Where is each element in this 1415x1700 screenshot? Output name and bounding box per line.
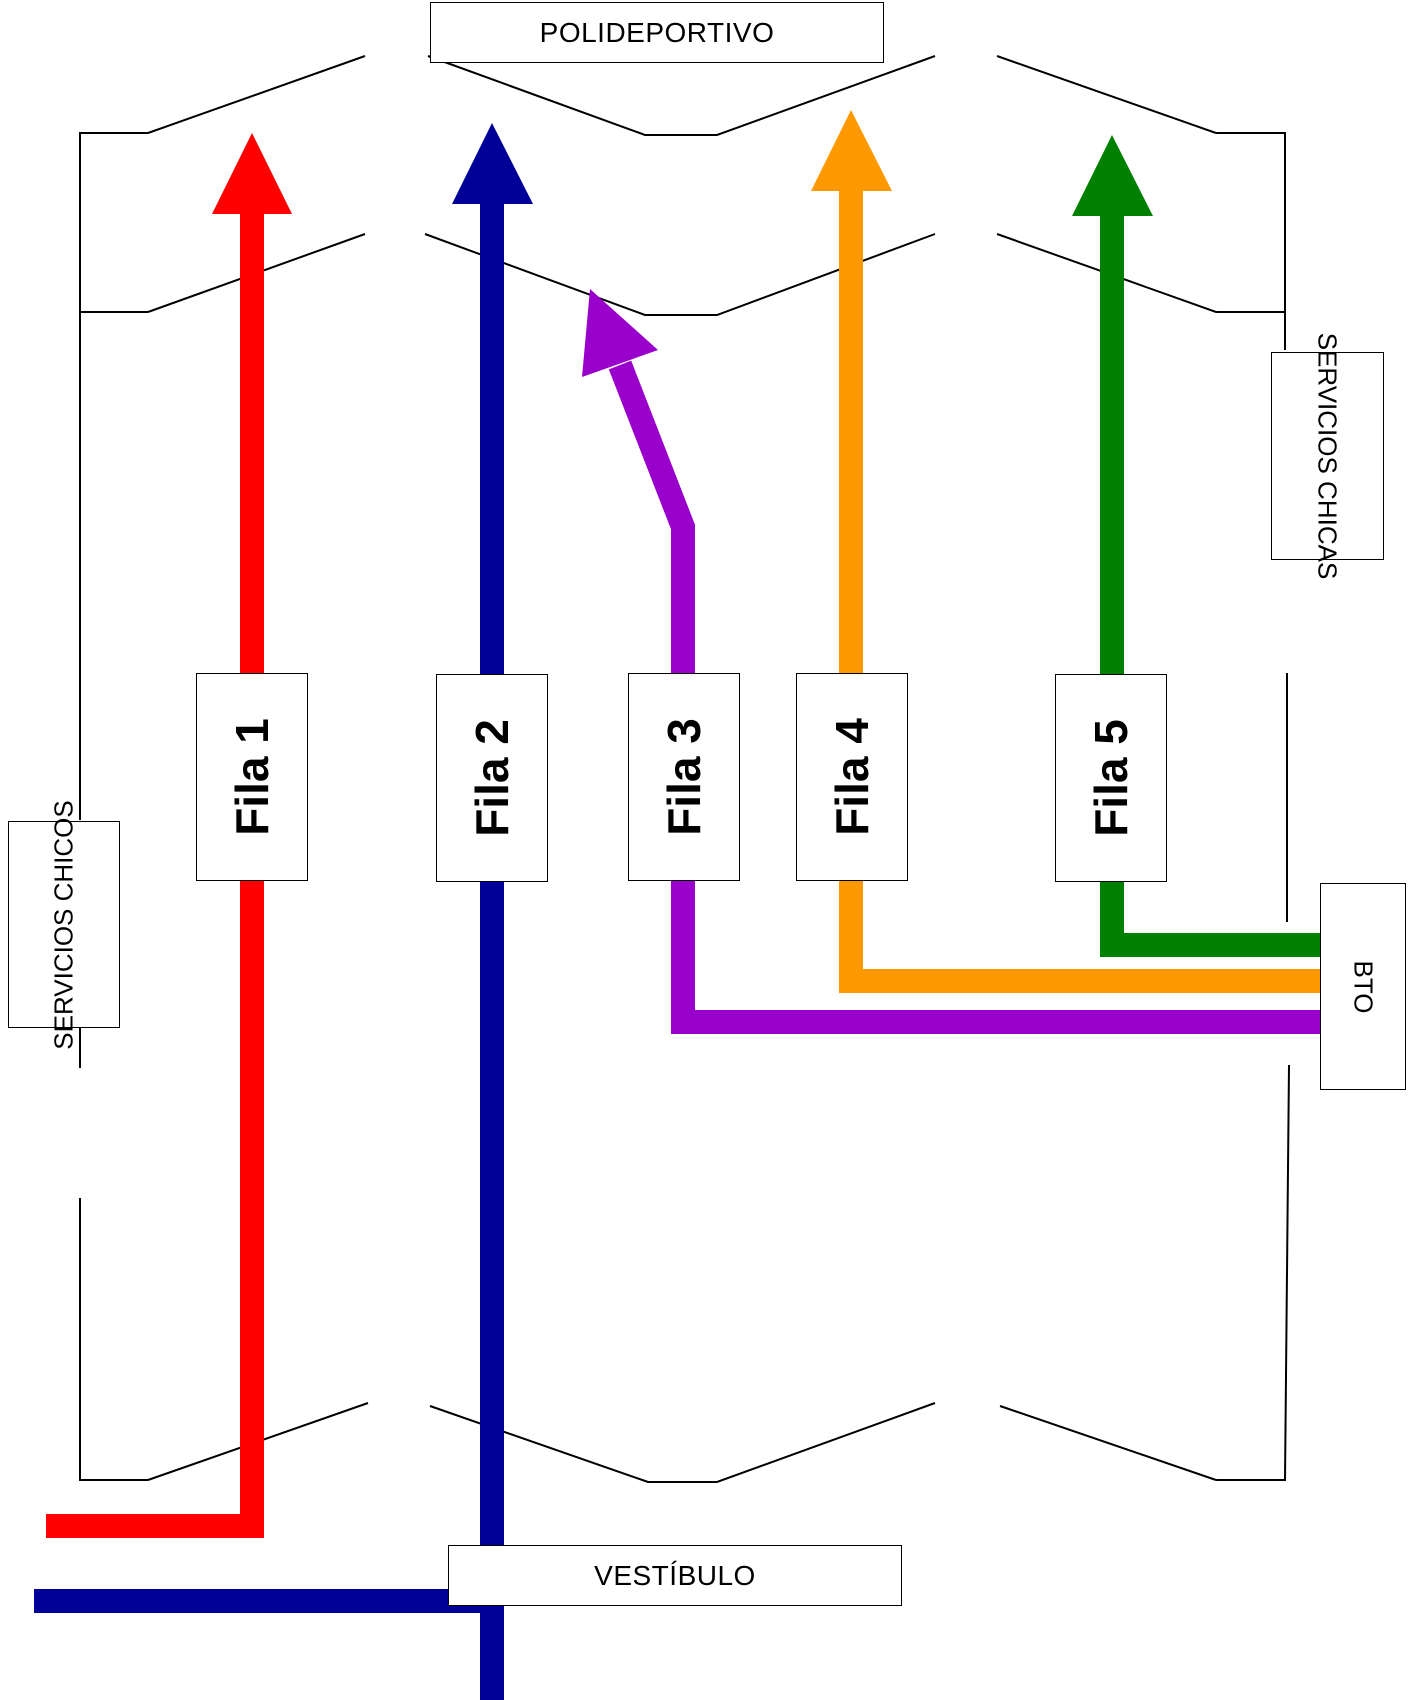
route-fila-1 — [46, 205, 264, 1538]
servicios-chicos-box: SERVICIOS CHICOS — [8, 800, 120, 1049]
fila-5-box: Fila 5 — [1055, 674, 1167, 882]
route-fila-5 — [1100, 208, 1320, 957]
polideportivo-box: POLIDEPORTIVO — [430, 2, 884, 63]
fila-4-box: Fila 4 — [796, 673, 908, 881]
servicios-chicas-label: SERVICIOS CHICAS — [1312, 332, 1343, 580]
left-wall-top — [79, 132, 148, 820]
arrowhead-fila-5 — [1072, 135, 1153, 216]
fila-4-label: Fila 4 — [826, 718, 879, 836]
arrowheads — [212, 110, 1153, 377]
bottom-zigzag-3 — [999, 1405, 1217, 1481]
left-wall-bottom — [79, 1198, 148, 1481]
fila-1-label: Fila 1 — [226, 718, 279, 836]
servicios-chicos-label: SERVICIOS CHICOS — [49, 799, 79, 1050]
top-zigzag-2 — [427, 55, 936, 136]
arrowhead-fila-3 — [582, 289, 658, 377]
bto-box: BTO — [1320, 883, 1406, 1090]
fila-5-label: Fila 5 — [1085, 719, 1138, 837]
fila-2-label: Fila 2 — [466, 719, 519, 837]
route-fila-4 — [839, 185, 1320, 993]
arrowhead-fila-1 — [212, 133, 292, 214]
fila-3-box: Fila 3 — [628, 673, 740, 881]
mid-zigzag-2 — [424, 233, 936, 316]
mid-zigzag-3 — [996, 233, 1285, 313]
top-zigzag-3 — [996, 55, 1217, 134]
bto-label: BTO — [1347, 960, 1378, 1013]
fila-2-box: Fila 2 — [436, 674, 548, 882]
right-wall-bottom — [1216, 1064, 1290, 1481]
top-zigzag-1 — [147, 55, 366, 134]
vestibulo-label: VESTÍBULO — [594, 1559, 756, 1591]
arrowhead-fila-4 — [811, 110, 892, 191]
right-wall-top — [1216, 132, 1286, 350]
servicios-chicas-box: SERVICIOS CHICAS — [1271, 333, 1384, 579]
fila-1-box: Fila 1 — [196, 673, 308, 881]
routes — [34, 185, 1322, 1700]
fila-3-label: Fila 3 — [658, 718, 711, 836]
polideportivo-label: POLIDEPORTIVO — [539, 16, 775, 48]
bottom-zigzag-2 — [429, 1402, 936, 1483]
arrowhead-fila-2 — [452, 123, 533, 204]
vestibulo-box: VESTÍBULO — [448, 1545, 902, 1606]
